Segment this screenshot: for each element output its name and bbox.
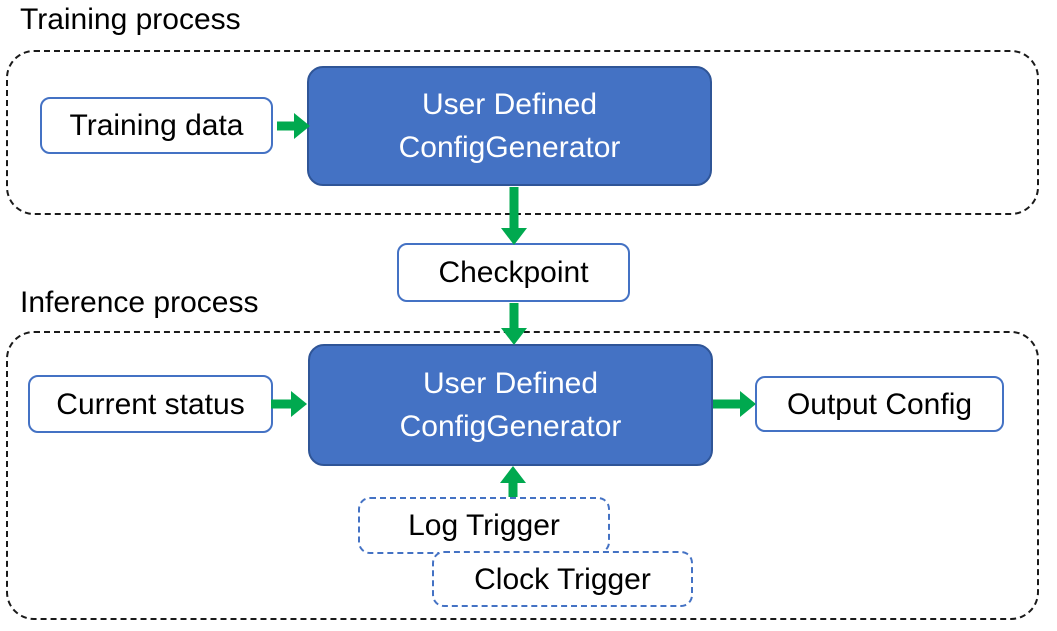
clock-trigger-label: Clock Trigger <box>474 562 651 596</box>
training-process-container <box>6 50 1039 215</box>
training-config-generator-label: User Defined ConfigGenerator <box>398 88 621 164</box>
training-data-label: Training data <box>69 109 244 142</box>
inference-config-generator-box: User Defined ConfigGenerator <box>308 344 713 466</box>
current-status-label: Current status <box>56 387 245 421</box>
inference-config-generator-label: User Defined ConfigGenerator <box>399 367 622 443</box>
output-config-box: Output Config <box>755 376 1004 432</box>
current-status-box: Current status <box>28 375 273 433</box>
clock-trigger-box: Clock Trigger <box>432 551 693 607</box>
training-data-box: Training data <box>40 97 273 154</box>
inference-process-label: Inference process <box>20 286 259 319</box>
training-process-label: Training process <box>20 3 241 36</box>
training-config-generator-box: User Defined ConfigGenerator <box>307 66 712 186</box>
checkpoint-box: Checkpoint <box>397 243 630 302</box>
log-trigger-box: Log Trigger <box>358 497 610 554</box>
checkpoint-label: Checkpoint <box>438 256 589 289</box>
output-config-label: Output Config <box>786 387 973 421</box>
log-trigger-label: Log Trigger <box>408 509 560 542</box>
